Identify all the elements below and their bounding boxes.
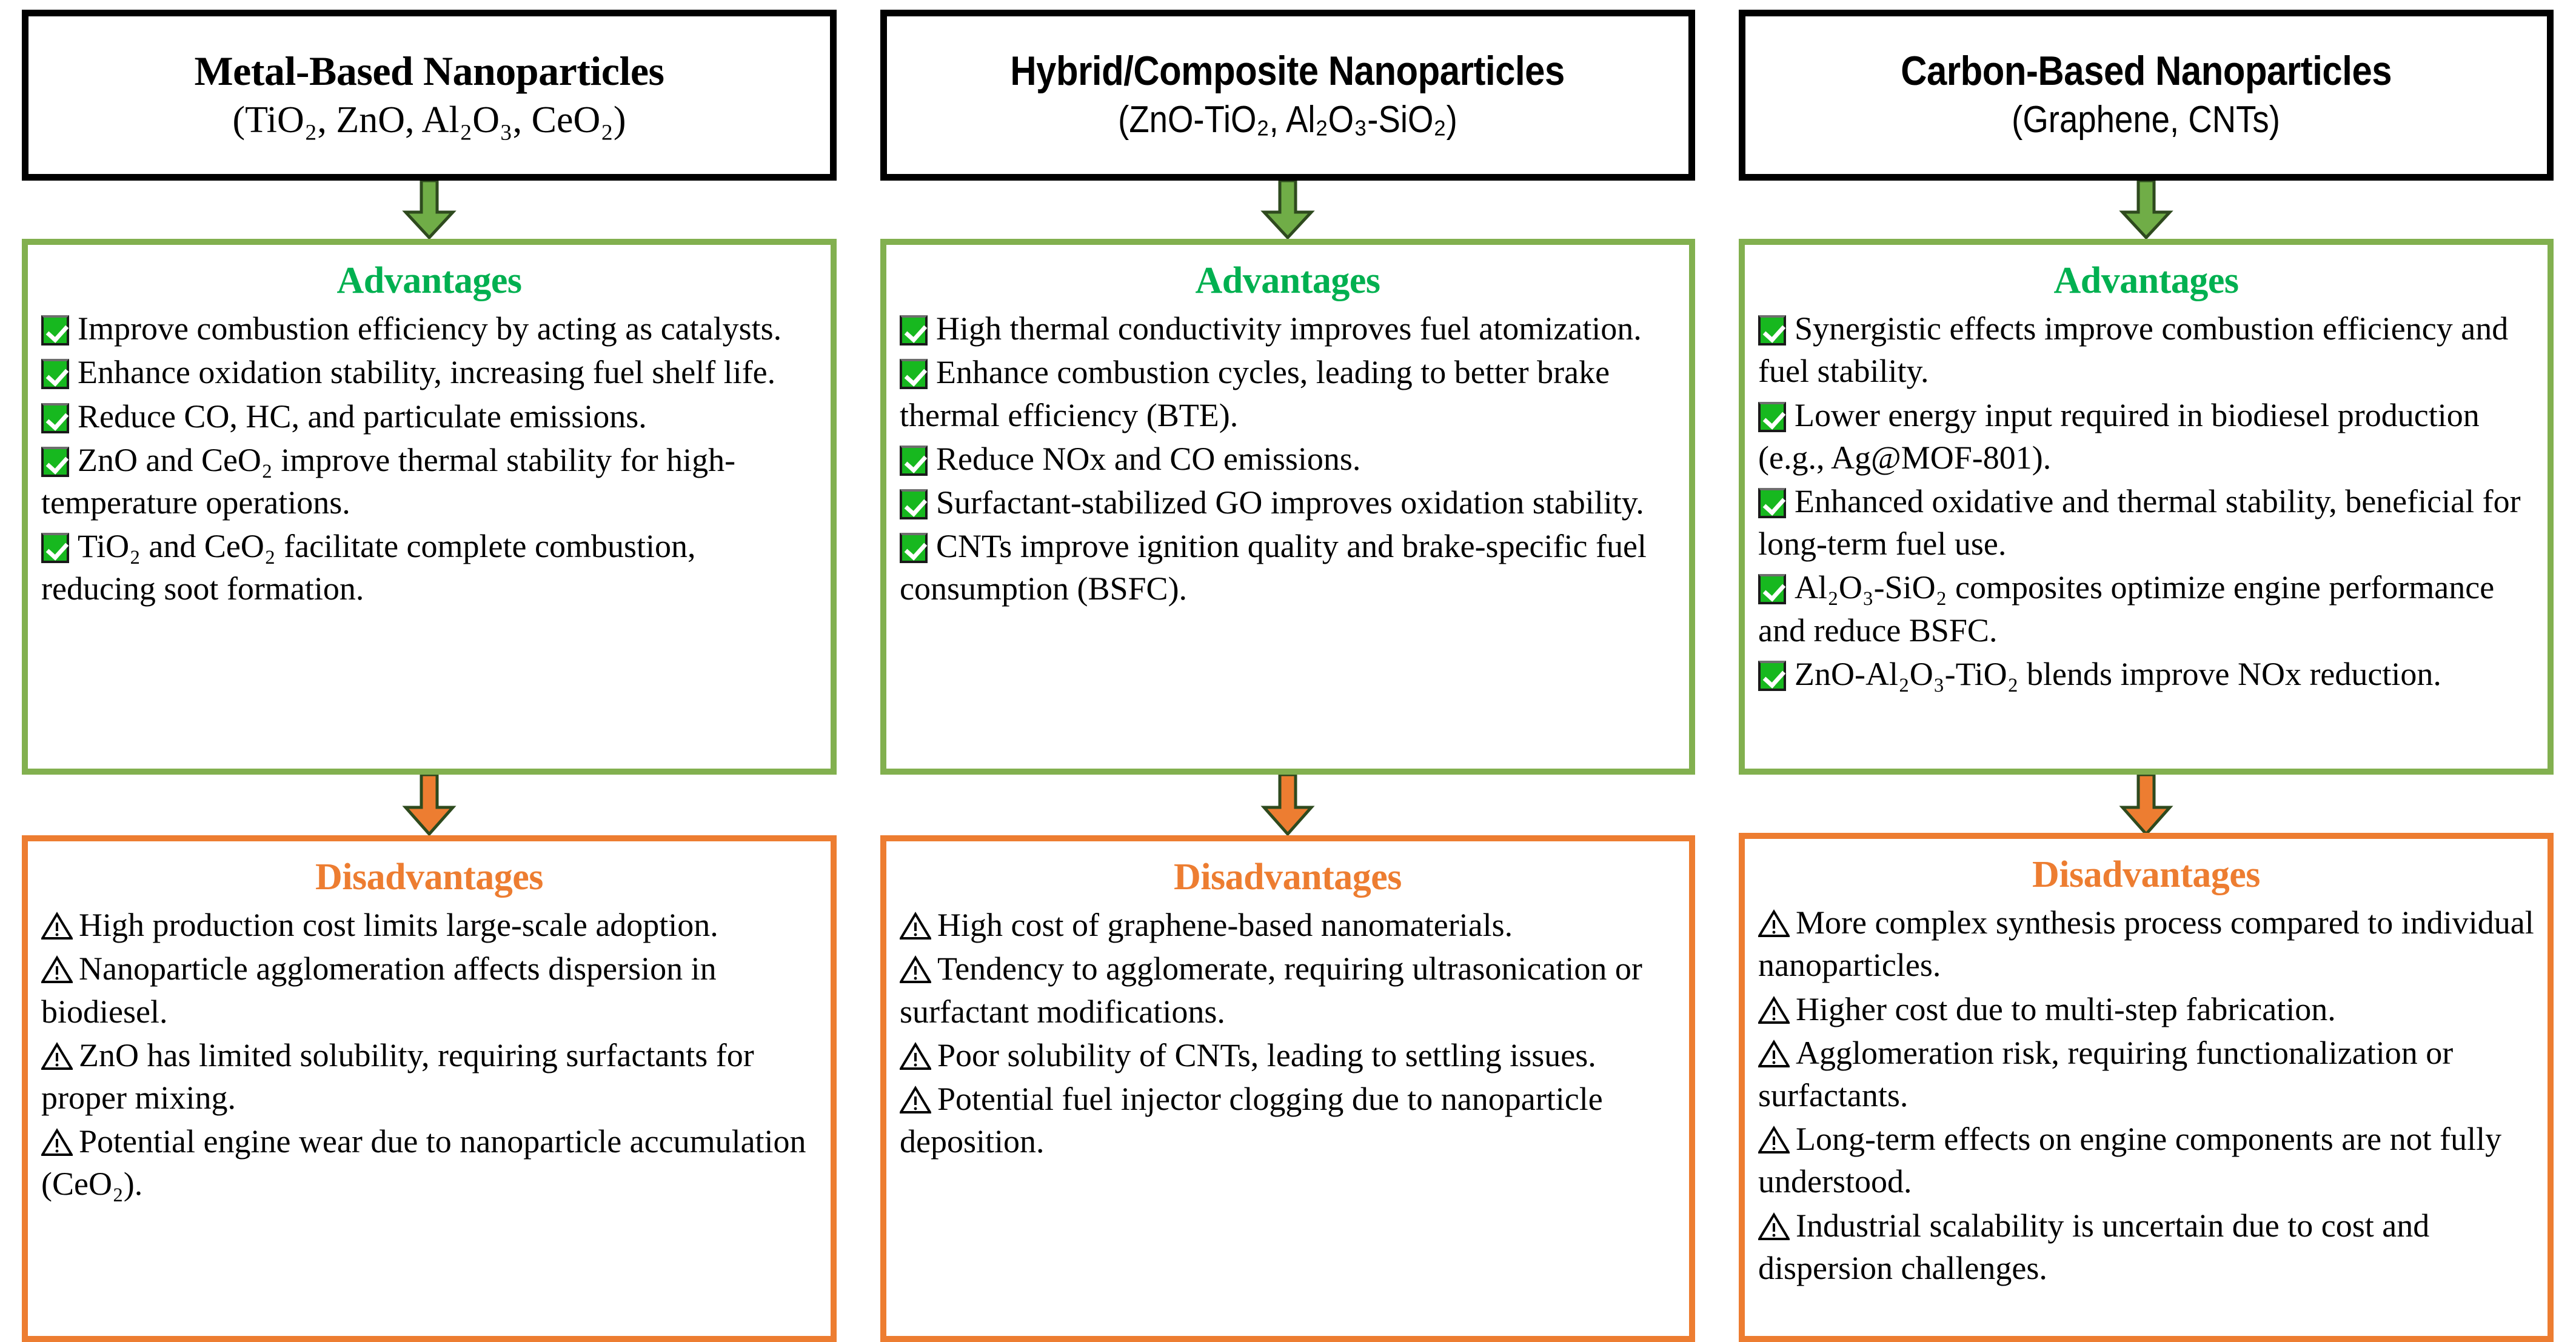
connector-arrow-to-disadvantages (0, 775, 858, 835)
check-icon (900, 359, 928, 390)
list-item: Lower energy input required in biodiesel… (1758, 396, 2480, 476)
warning-triangle-icon (1758, 1212, 1790, 1241)
list-item: Enhance combustion cycles, leading to be… (900, 354, 1610, 433)
advantages-list: Improve combustion efficiency by acting … (41, 307, 817, 610)
warning-triangle-icon (900, 912, 931, 941)
list-item: High production cost limits large-scale … (41, 904, 817, 946)
down-arrow-icon (401, 181, 457, 239)
warning-triangle-icon (41, 912, 73, 941)
header-box-hybrid-composite: Hybrid/Composite Nanoparticles (ZnO-TiO₂… (880, 10, 1695, 181)
header-title: Hybrid/Composite Nanoparticles (1010, 48, 1565, 95)
down-arrow-icon (2118, 775, 2174, 835)
list-item: Enhance oxidation stability, increasing … (41, 351, 817, 393)
advantages-title: Advantages (2053, 260, 2239, 301)
list-item: Long-term effects on engine components a… (1758, 1121, 2502, 1200)
warning-triangle-icon (1758, 1039, 1790, 1069)
list-item: ZnO and CeO₂ improve thermal stability f… (41, 441, 736, 521)
disadvantages-panel-hybrid-composite: Disadvantages High cost of graphene-base… (880, 835, 1695, 1342)
connector-arrow-to-advantages (0, 181, 858, 239)
header-subtitle: (ZnO-TiO₂, Al₂O₃-SiO₂) (1118, 99, 1457, 141)
disadvantages-panel-metal-based: Disadvantages High production cost limit… (22, 835, 837, 1342)
disadvantages-title: Disadvantages (1174, 856, 1402, 898)
list-item: CNTs improve ignition quality and brake-… (900, 528, 1647, 607)
check-icon (41, 533, 69, 564)
check-icon (1758, 488, 1786, 519)
advantages-panel-hybrid-composite: Advantages High thermal conductivity imp… (880, 239, 1695, 775)
column-hybrid-composite: Hybrid/Composite Nanoparticles (ZnO-TiO₂… (858, 0, 1717, 1342)
list-item: Potential engine wear due to nanoparticl… (41, 1123, 806, 1203)
list-item: Al₂O₃-SiO₂ composites optimize engine pe… (1758, 569, 2495, 649)
list-item: Nanoparticle agglomeration affects dispe… (41, 950, 717, 1030)
warning-triangle-icon (1758, 1126, 1790, 1155)
down-arrow-icon (2118, 181, 2174, 239)
advantages-panel-metal-based: Advantages Improve combustion efficiency… (22, 239, 837, 775)
check-icon (1758, 401, 1786, 432)
advantages-panel-carbon-based: Advantages Synergistic effects improve c… (1739, 239, 2554, 775)
list-item: High cost of graphene-based nanomaterial… (900, 904, 1676, 946)
check-icon (1758, 574, 1786, 605)
list-item: Enhanced oxidative and thermal stability… (1758, 483, 2521, 563)
connector-arrow-to-advantages (858, 181, 1717, 239)
header-subtitle: (Graphene, CNTs) (2012, 99, 2281, 141)
advantages-title: Advantages (336, 260, 522, 301)
warning-triangle-icon (900, 1041, 931, 1071)
list-item: Improve combustion efficiency by acting … (41, 307, 817, 350)
check-icon (41, 359, 69, 390)
disadvantages-list: High cost of graphene-based nanomaterial… (900, 904, 1676, 1163)
header-box-carbon-based: Carbon-Based Nanoparticles (Graphene, CN… (1739, 10, 2554, 181)
down-arrow-icon (401, 775, 457, 835)
disadvantages-panel-carbon-based: Disadvantages More complex synthesis pro… (1739, 833, 2554, 1342)
disadvantages-list: More complex synthesis process compared … (1758, 901, 2534, 1289)
disadvantages-title: Disadvantages (315, 856, 543, 898)
warning-triangle-icon (1758, 909, 1790, 938)
warning-triangle-icon (900, 955, 931, 984)
check-icon (1758, 660, 1786, 691)
column-metal-based: Metal-Based Nanoparticles (TiO₂, ZnO, Al… (0, 0, 858, 1342)
list-item: High thermal conductivity improves fuel … (900, 307, 1676, 350)
list-item: ZnO-Al₂O₃-TiO₂ blends improve NOx reduct… (1758, 653, 2534, 695)
list-item: Agglomeration risk, requiring functional… (1758, 1034, 2454, 1114)
check-icon (41, 315, 69, 346)
header-box-metal-based: Metal-Based Nanoparticles (TiO₂, ZnO, Al… (22, 10, 837, 181)
warning-triangle-icon (900, 1086, 931, 1115)
connector-arrow-to-disadvantages (858, 775, 1717, 835)
disadvantages-list: High production cost limits large-scale … (41, 904, 817, 1205)
list-item: Industrial scalability is uncertain due … (1758, 1207, 2430, 1286)
advantages-list: Synergistic effects improve combustion e… (1758, 307, 2534, 695)
disadvantages-title: Disadvantages (2032, 854, 2260, 895)
list-item: Higher cost due to multi-step fabricatio… (1758, 988, 2534, 1030)
advantages-list: High thermal conductivity improves fuel … (900, 307, 1676, 610)
check-icon (41, 446, 69, 477)
list-item: Synergistic effects improve combustion e… (1758, 310, 2509, 390)
check-icon (900, 533, 928, 564)
warning-triangle-icon (41, 1041, 73, 1071)
header-title: Carbon-Based Nanoparticles (1901, 48, 2392, 95)
check-icon (900, 445, 928, 476)
warning-triangle-icon (41, 1128, 73, 1157)
warning-triangle-icon (1758, 995, 1790, 1025)
header-title: Metal-Based Nanoparticles (194, 48, 664, 95)
check-icon (41, 402, 69, 433)
down-arrow-icon (1260, 181, 1316, 239)
list-item: ZnO has limited solubility, requiring su… (41, 1037, 754, 1117)
list-item: TiO₂ and CeO₂ facilitate complete combus… (41, 528, 696, 607)
advantages-title: Advantages (1195, 260, 1380, 301)
connector-arrow-to-advantages (1717, 181, 2575, 239)
list-item: Tendency to agglomerate, requiring ultra… (900, 950, 1642, 1030)
list-item: Poor solubility of CNTs, leading to sett… (900, 1034, 1676, 1077)
connector-arrow-to-disadvantages (1717, 775, 2575, 835)
check-icon (900, 489, 928, 520)
header-subtitle: (TiO₂, ZnO, Al₂O₃, CeO₂) (232, 99, 626, 141)
list-item: More complex synthesis process compared … (1758, 904, 2534, 984)
warning-triangle-icon (41, 955, 73, 984)
list-item: Reduce CO, HC, and particulate emissions… (41, 395, 817, 438)
list-item: Potential fuel injector clogging due to … (900, 1081, 1603, 1160)
list-item: Surfactant-stabilized GO improves oxidat… (900, 481, 1676, 524)
check-icon (1758, 315, 1786, 346)
list-item: Reduce NOx and CO emissions. (900, 438, 1676, 480)
column-carbon-based: Carbon-Based Nanoparticles (Graphene, CN… (1717, 0, 2575, 1342)
check-icon (900, 315, 928, 346)
down-arrow-icon (1260, 775, 1316, 835)
